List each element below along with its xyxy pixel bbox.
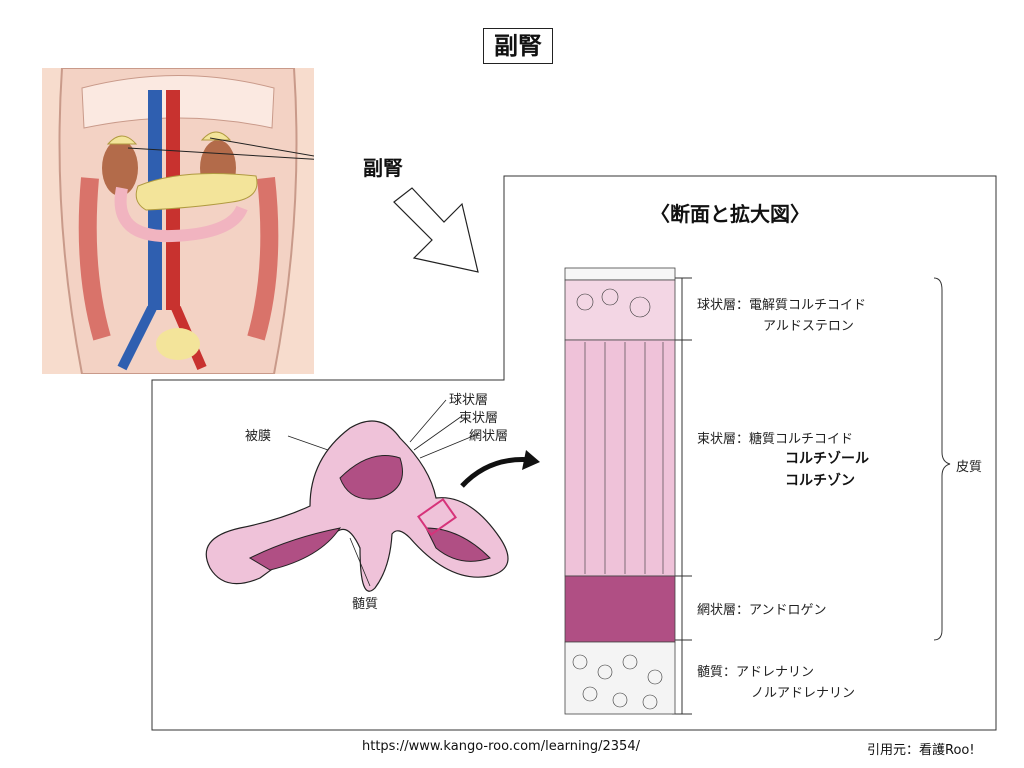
gland-cross-section	[205, 399, 540, 592]
reticularis-layer: 網状層：アンドロゲン	[697, 599, 827, 618]
source-url[interactable]: https://www.kango-roo.com/learning/2354/	[362, 739, 640, 754]
medulla-label: 髄質	[352, 597, 379, 612]
cortex-label: 皮質	[956, 460, 983, 475]
medulla-layer-name: 髄質：	[697, 665, 737, 680]
fasciculata-hormone-1: 糖質コルチコイド	[749, 432, 854, 447]
reticularis-label: 網状層	[469, 429, 509, 444]
fasciculata-label: 束状層	[459, 411, 499, 426]
abdomen-illustration	[42, 68, 314, 374]
tissue-column	[564, 267, 676, 715]
medulla-layer: 髄質：アドレナリン	[697, 661, 814, 680]
glomerulosa-hormone-1: 電解質コルチコイド	[749, 298, 867, 313]
fasciculata-hormone-2: コルチゾール	[785, 451, 869, 467]
glomerulosa-hormone-2: アルドステロン	[763, 319, 854, 334]
page-title: 副腎	[483, 28, 553, 64]
glomerulosa-layer-name: 球状層：	[697, 298, 750, 313]
fasciculata-hormone-3: コルチゾン	[785, 473, 855, 489]
fasciculata-layer: 束状層：糖質コルチコイド	[697, 428, 853, 447]
medulla-hormone-2: ノルアドレナリン	[751, 686, 856, 701]
section-title: 〈断面と拡大図〉	[650, 202, 810, 226]
glomerulosa-layer: 球状層：電解質コルチコイド	[697, 294, 866, 313]
pointer-arrow-icon	[393, 187, 479, 273]
capsule-label: 被膜	[245, 429, 272, 444]
fasciculata-layer-name: 束状層：	[697, 432, 750, 447]
medulla-hormone-1: アドレナリン	[736, 665, 815, 680]
glomerulosa-label: 球状層	[449, 393, 489, 408]
reticularis-hormone-1: アンドロゲン	[749, 603, 827, 618]
source-credit: 引用元：看護Roo!	[867, 743, 975, 758]
adrenal-label: 副腎	[363, 156, 403, 180]
reticularis-layer-name: 網状層：	[697, 603, 750, 618]
